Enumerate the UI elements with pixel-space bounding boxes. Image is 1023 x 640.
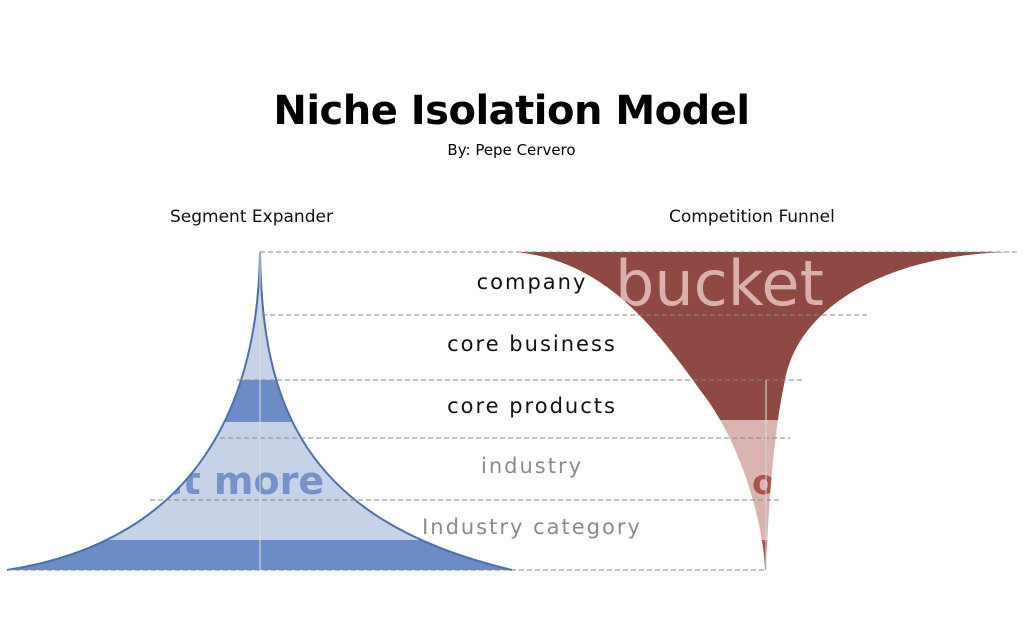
stage-core-products: core products — [447, 394, 617, 418]
segment-expander-label: Segment Expander — [170, 207, 333, 227]
funnel-watermark-text: bucket — [615, 247, 824, 320]
stage-dividers — [7, 251, 1018, 571]
author-subtitle: By: Pepe Cervero — [447, 141, 576, 159]
page-title: Niche Isolation Model — [273, 88, 750, 134]
funnel-watermark-text-2: o — [752, 463, 775, 503]
stage-company: company — [476, 270, 588, 294]
stage-industry-category: Industry category — [422, 515, 642, 539]
stage-core-business: core business — [447, 332, 617, 356]
stage-industry: industry — [480, 454, 584, 478]
competition-funnel-label: Competition Funnel — [669, 207, 835, 227]
